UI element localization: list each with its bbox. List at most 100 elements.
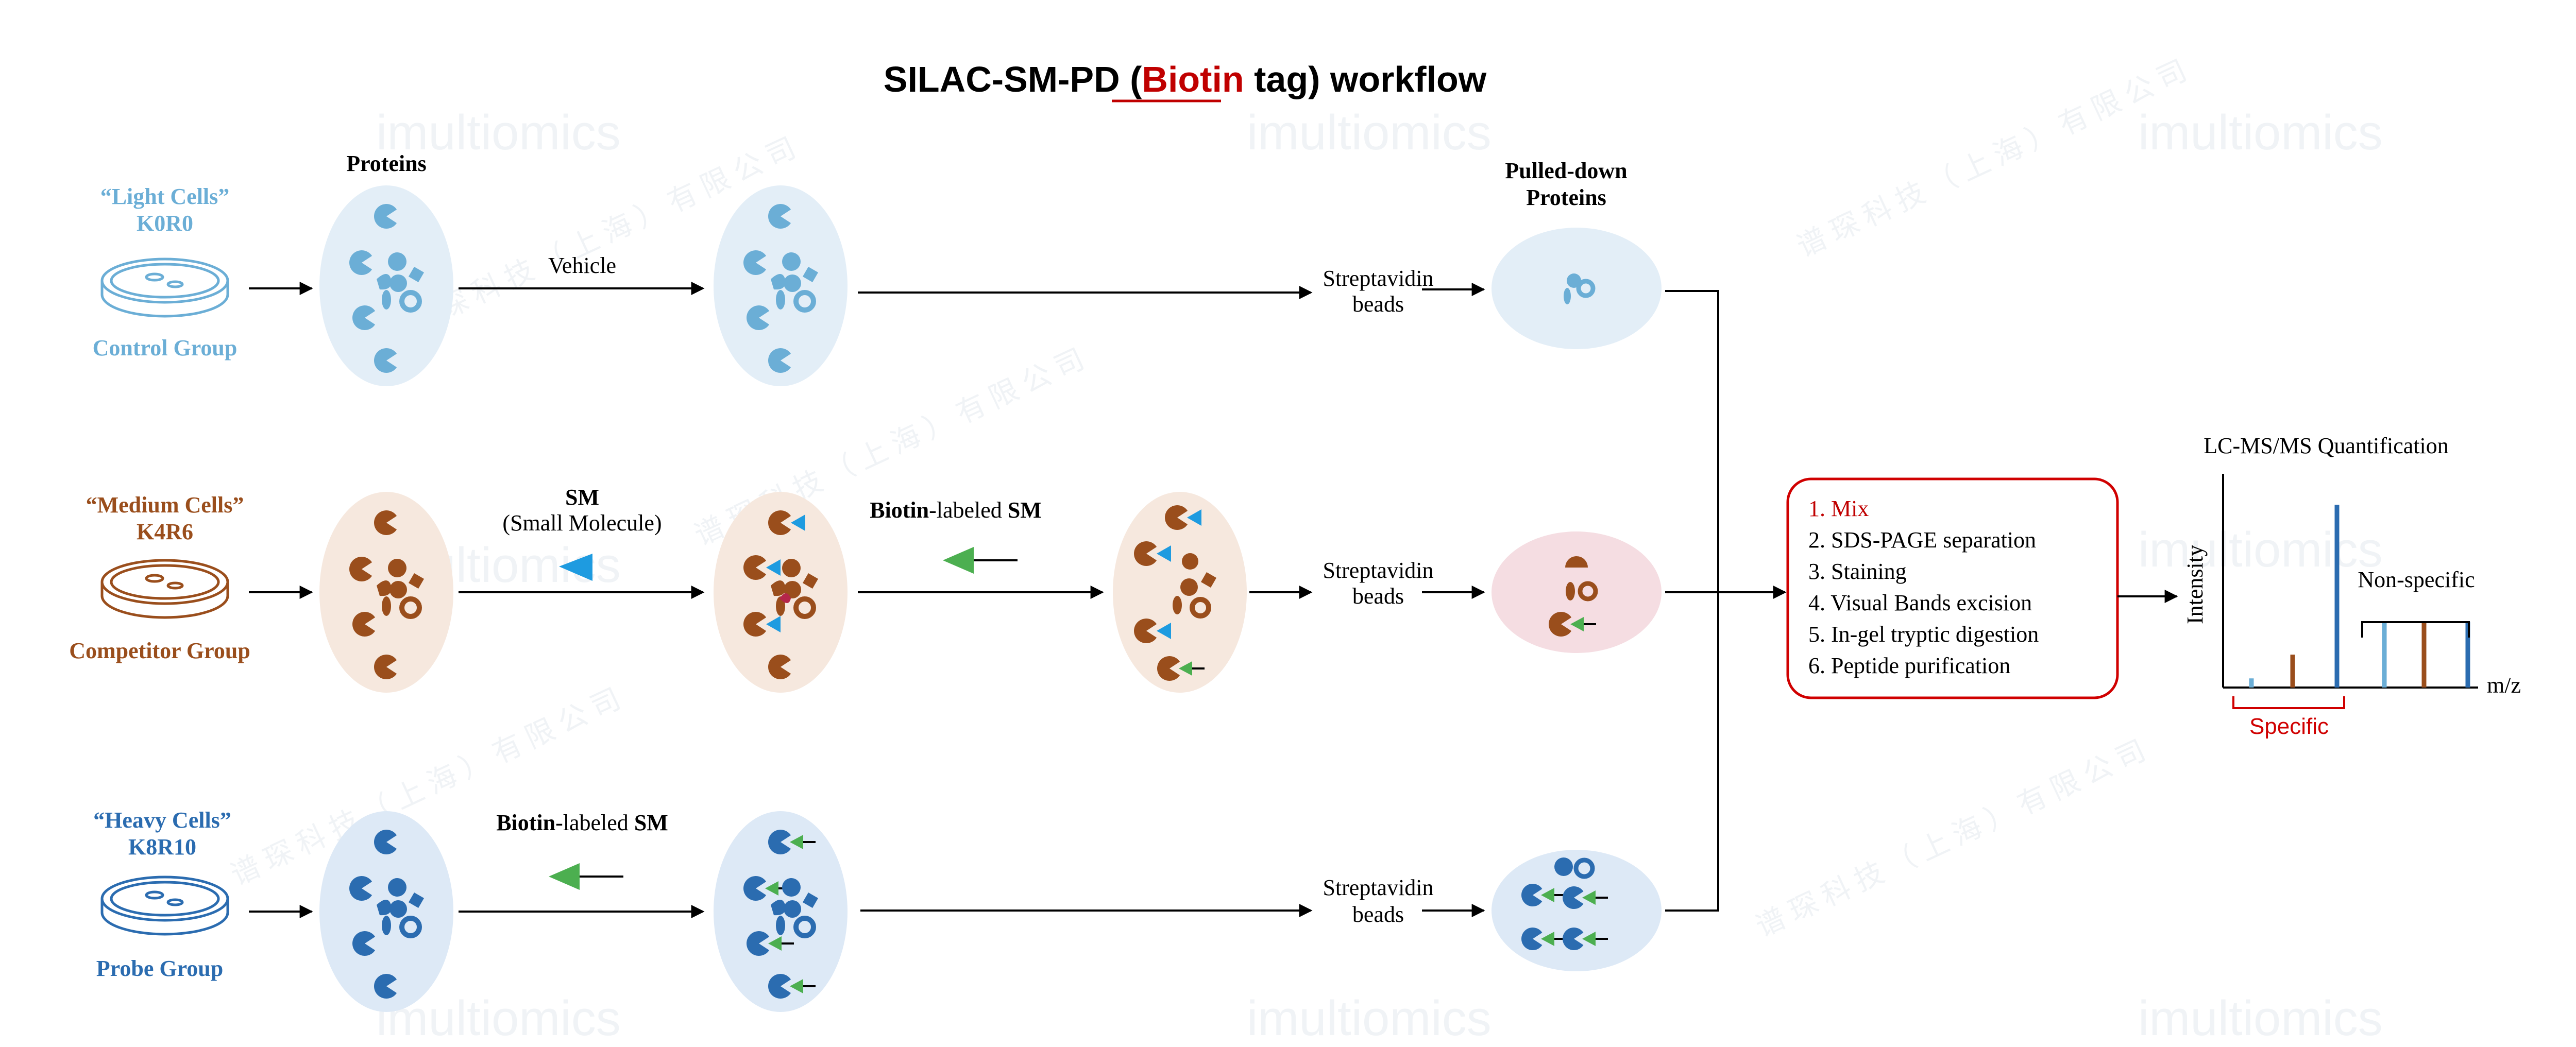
- protein-oval-shape: [382, 290, 391, 310]
- protein-square-shape: [1200, 572, 1217, 588]
- protein-square-shape: [802, 266, 819, 283]
- sm-label: SM: [565, 485, 599, 510]
- protein-blob-shape: [388, 878, 406, 897]
- protein-oval-shape: [776, 916, 785, 935]
- ligand-shape: [1187, 509, 1201, 526]
- ligand-shape: [1157, 545, 1171, 562]
- light-group-name: Control Group: [93, 335, 238, 361]
- protein-ring-shape: [793, 596, 816, 619]
- heavy-biotin-sm-label: Biotin-labeled SM: [496, 810, 668, 835]
- protein-target-shape: [1134, 619, 1157, 643]
- row-medium: “Medium Cells” K4R6 Competitor Group SM …: [69, 485, 1662, 693]
- biotin-probe-shape: [1179, 661, 1192, 676]
- pulled-down-header-line1: Pulled-down: [1505, 158, 1627, 183]
- protein-ring-shape: [1578, 581, 1598, 602]
- medium-petri-dish-icon: [100, 559, 229, 619]
- step-item: 5. In-gel tryptic digestion: [1808, 622, 2039, 647]
- non-specific-label: Non-specific: [2358, 567, 2475, 592]
- title-prefix: SILAC-SM-PD (: [884, 59, 1142, 99]
- chart-ylabel: Intensity: [2182, 545, 2208, 624]
- protein-target-shape: [1563, 927, 1584, 950]
- watermark-brand-8: imultiomics: [2138, 991, 2383, 1046]
- protein-target-shape: [1134, 541, 1157, 566]
- biotin-probe-shape: [1541, 888, 1554, 902]
- protein-target-shape: [352, 931, 376, 956]
- protein-square-shape: [408, 266, 425, 283]
- biotin-sm-probe-icon: [943, 547, 1018, 574]
- protein-blob-shape: [377, 900, 392, 916]
- protein-blob-shape: [377, 580, 392, 596]
- biotin-probe-shape: [1582, 932, 1596, 946]
- ligand-shape: [766, 559, 781, 576]
- watermark-brand-5: imultiomics: [2138, 522, 2383, 577]
- proteins-header: Proteins: [346, 151, 427, 176]
- small-molecule-triangle-icon: [559, 554, 592, 581]
- protein-square-shape: [802, 573, 819, 589]
- protein-blob-shape: [782, 559, 801, 577]
- medium-biotin-word: Biotin: [870, 497, 929, 523]
- diagram-title: SILAC-SM-PD (Biotin tag) workflow: [884, 59, 1487, 99]
- protein-blob-shape: [771, 580, 786, 596]
- protein-oval-shape: [1564, 288, 1571, 304]
- protein-target-shape: [747, 305, 770, 330]
- heavy-sm-word: SM: [634, 810, 668, 835]
- protein-oval-shape: [1566, 582, 1575, 600]
- protein-ring-shape: [793, 290, 816, 313]
- biotin-probe-shape: [790, 979, 803, 993]
- protein-target-shape: [349, 876, 372, 901]
- heavy-group-name: Probe Group: [96, 956, 224, 981]
- protein-square-shape: [802, 892, 819, 908]
- row-light: “Light Cells” K0R0 Control Group Vehicle…: [93, 184, 1662, 386]
- protein-target-shape: [743, 250, 767, 275]
- protein-oval-shape: [1173, 596, 1182, 614]
- heavy-beads-line1: Streptavidin: [1323, 875, 1433, 900]
- protein-target-shape: [1521, 927, 1543, 950]
- protein-target-shape: [374, 348, 397, 373]
- protein-target-shape: [349, 250, 372, 275]
- medium-biotin-sm-label: Biotin-labeled SM: [870, 497, 1042, 523]
- protein-cluster: [771, 878, 819, 938]
- protein-blob-shape: [771, 274, 786, 290]
- protein-target-shape: [1563, 886, 1584, 909]
- protein-halfdisk-shape: [1565, 556, 1588, 568]
- specific-label: Specific: [2249, 714, 2329, 739]
- protein-target-shape: [374, 510, 397, 536]
- protein-target-shape: [374, 974, 397, 999]
- protein-ring-shape: [399, 290, 422, 313]
- protein-square-shape: [408, 892, 425, 908]
- step-item: 3. Staining: [1808, 559, 1907, 584]
- protein-cluster: [377, 252, 425, 313]
- protein-blob-shape: [1182, 553, 1198, 570]
- protein-ring-shape: [1573, 857, 1595, 879]
- protein-target-shape: [768, 348, 791, 373]
- chart-xlabel: m/z: [2487, 673, 2521, 698]
- protein-ring-shape: [1576, 279, 1596, 298]
- protein-target-shape: [374, 655, 397, 679]
- protein-target-shape: [768, 830, 791, 854]
- protein-blob-shape: [782, 878, 801, 897]
- protein-ring-shape: [399, 596, 422, 619]
- merge-connector: [1665, 290, 1719, 912]
- protein-blob-shape: [377, 274, 392, 290]
- row-heavy: “Heavy Cells” K8R10 Probe Group Biotin-l…: [93, 808, 1662, 1012]
- medium-cells-name: “Medium Cells”: [86, 492, 244, 518]
- protein-target-shape: [1165, 505, 1188, 530]
- protein-blob-shape: [771, 900, 786, 916]
- heavy-cells-label: K8R10: [128, 834, 196, 860]
- protein-target-shape: [1157, 656, 1180, 681]
- step-item: 6. Peptide purification: [1808, 653, 2010, 678]
- medium-pulled-down: [1492, 531, 1662, 653]
- protein-blob-shape: [1554, 857, 1573, 876]
- protein-blob-shape: [784, 900, 801, 918]
- medium-labeled-word: -labeled: [929, 497, 1008, 523]
- sm-sublabel: (Small Molecule): [502, 510, 662, 536]
- protein-target-shape: [352, 305, 376, 330]
- title-highlight: Biotin: [1142, 59, 1244, 99]
- protein-blob-shape: [389, 581, 407, 598]
- protein-blob-shape: [389, 900, 407, 918]
- watermark-brand-3: imultiomics: [2138, 105, 2383, 160]
- protein-blob-shape: [1180, 578, 1198, 596]
- protein-blob-shape: [782, 252, 801, 271]
- lcms-chart: LC-MS/MS Quantification Intensity m/z No…: [2182, 433, 2521, 739]
